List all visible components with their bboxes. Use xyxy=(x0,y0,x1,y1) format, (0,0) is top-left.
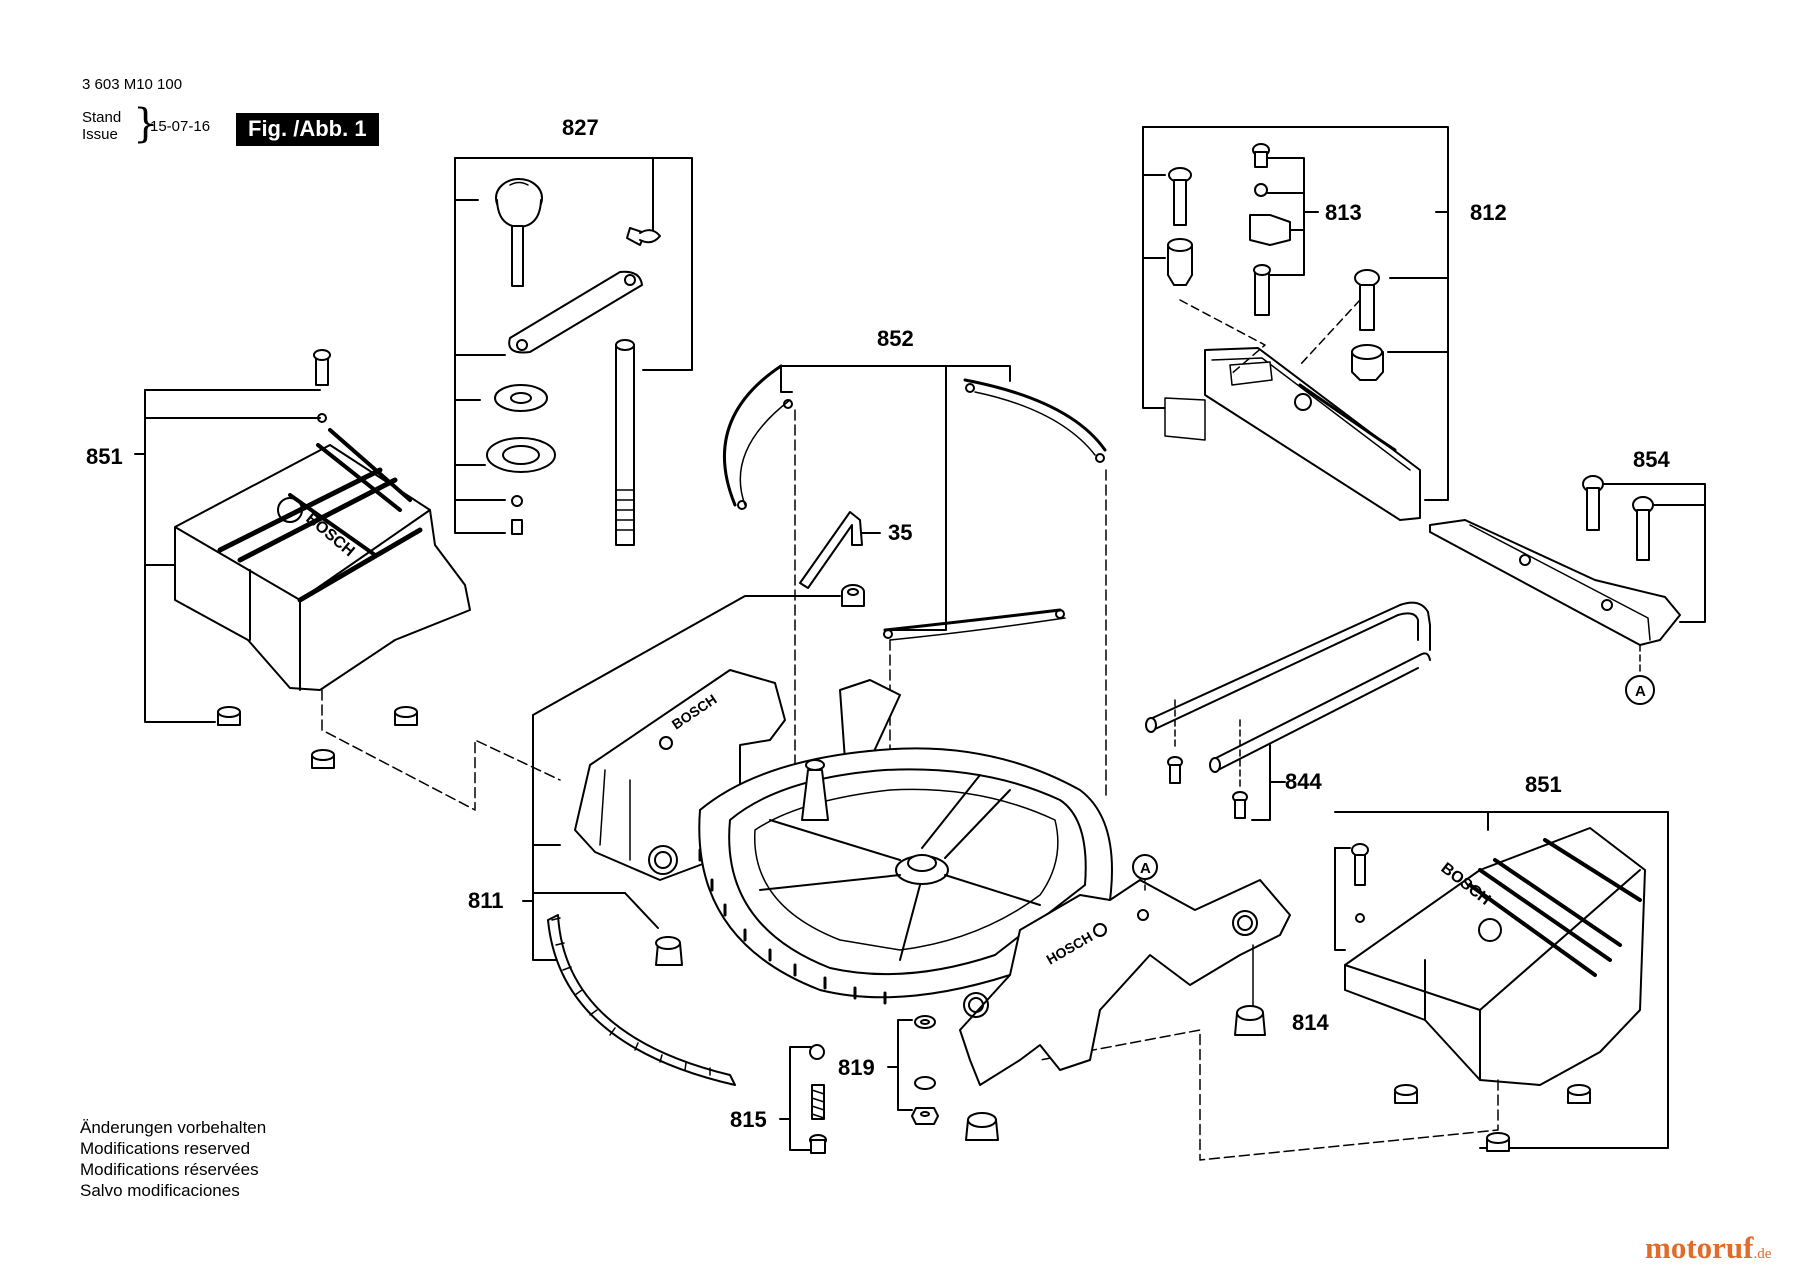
hex-key-35 xyxy=(799,511,881,589)
dust-cover-right-851: BOSCH xyxy=(1039,811,1669,1161)
issue-label: Issue xyxy=(82,126,118,143)
small-parts-815-819 xyxy=(779,1015,939,1154)
logo-suffix: .de xyxy=(1753,1246,1772,1262)
note-es: Salvo modificaciones xyxy=(80,1181,240,1200)
label-812: 812 xyxy=(1470,200,1507,225)
extension-rods-844 xyxy=(1145,601,1431,821)
callout-a-upper: A xyxy=(1635,683,1646,700)
label-844: 844 xyxy=(1285,769,1322,794)
note-de: Änderungen vorbehalten xyxy=(80,1118,267,1137)
logo-text: motoruf xyxy=(1645,1230,1754,1265)
label-851-left: 851 xyxy=(86,444,123,469)
issue-date: 15-07-16 xyxy=(150,118,211,135)
fence-insert-854 xyxy=(1429,475,1706,705)
label-813: 813 xyxy=(1325,200,1362,225)
assembly-827 xyxy=(454,157,693,546)
label-811: 811 xyxy=(468,888,504,913)
stand-issue-label: Stand Issue xyxy=(82,109,121,143)
stand-label: Stand xyxy=(82,109,122,126)
label-814: 814 xyxy=(1292,1010,1329,1035)
motoruf-logo[interactable]: motoruf.de xyxy=(1645,1230,1771,1266)
label-35: 35 xyxy=(888,520,912,545)
label-854: 854 xyxy=(1633,447,1670,472)
label-819: 819 xyxy=(838,1055,875,1080)
figure-badge: Fig. /Abb. 1 xyxy=(236,113,379,146)
brace-glyph: } xyxy=(133,101,159,147)
part-labels: 827 852 851 35 812 813 854 844 851 811 8… xyxy=(86,115,1670,1132)
document-number: 3 603 M10 100 xyxy=(82,76,183,93)
label-827: 827 xyxy=(562,115,599,140)
label-851-right: 851 xyxy=(1525,772,1562,797)
fence-812 xyxy=(1142,126,1449,521)
note-en: Modifications reserved xyxy=(80,1139,251,1158)
label-815: 815 xyxy=(730,1107,767,1132)
callout-a-lower: A xyxy=(1140,860,1151,877)
saw-base-811: BOSCH HOSCH xyxy=(522,584,1291,1141)
note-fr: Modifications réservées xyxy=(80,1160,259,1179)
label-852: 852 xyxy=(877,326,914,351)
dust-cover-left-851: BOSCH xyxy=(134,349,561,811)
modification-notes: Änderungen vorbehalten Modifications res… xyxy=(80,1117,266,1201)
